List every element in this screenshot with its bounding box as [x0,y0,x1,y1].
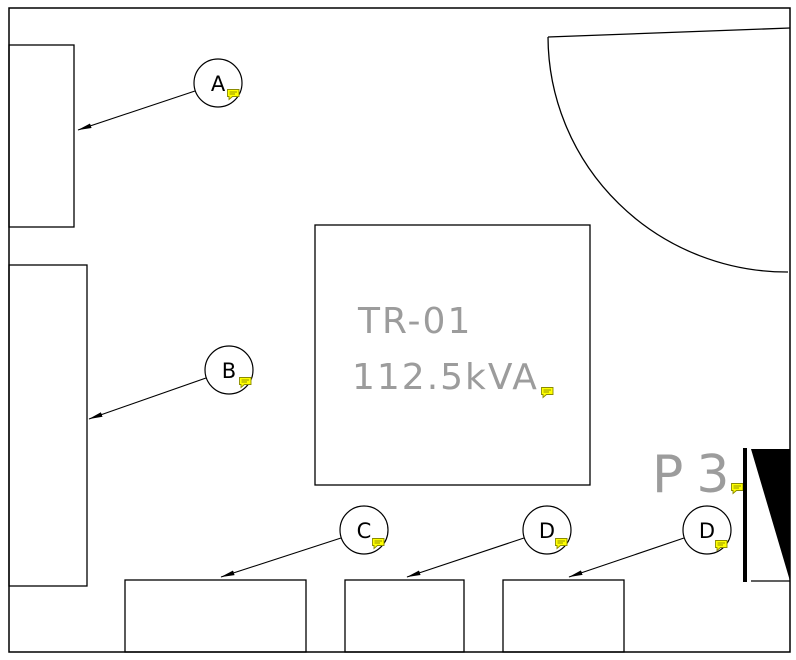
equipment-outline-a[interactable] [8,44,75,228]
leader-line-d2[interactable] [568,537,685,578]
callout-b[interactable]: B [88,345,254,420]
transformer-outline[interactable] [314,224,591,486]
callout-label-d2[interactable]: D [699,519,715,543]
leader-line-b[interactable] [88,377,207,420]
leader-line-c[interactable] [220,537,342,578]
callout-a[interactable]: A [77,58,243,131]
transformer-rating-text[interactable]: 112.5kVA [352,357,539,398]
equipment-outline-b[interactable] [8,264,88,587]
panel-label-text[interactable]: P3 [652,445,742,505]
callout-d1[interactable]: D [406,505,572,578]
callout-c[interactable]: C [220,505,389,578]
panel-p3[interactable]: P3 [652,445,790,582]
equipment-outline-d1[interactable] [344,579,465,653]
callout-label-d1[interactable]: D [539,519,555,543]
callout-d2[interactable]: D [568,505,732,578]
callout-label-c[interactable]: C [357,519,372,543]
equipment-outline-c[interactable] [124,579,307,653]
annotation-marker-icon[interactable] [541,387,554,398]
door-leaf-line[interactable] [547,27,791,38]
equipment-outline-d2[interactable] [502,579,625,653]
transformer-block[interactable]: TR-01 112.5kVA [314,224,591,486]
leader-line-a[interactable] [77,90,196,131]
transformer-name-text[interactable]: TR-01 [357,301,472,342]
door-swing[interactable] [547,27,791,273]
door-swing-arc[interactable] [547,36,789,273]
callout-label-a[interactable]: A [211,72,226,96]
callout-label-b[interactable]: B [222,359,236,383]
panel-fill-wedge[interactable] [751,449,790,581]
leader-line-d1[interactable] [406,537,525,578]
panel-frame-bar[interactable] [743,448,747,582]
